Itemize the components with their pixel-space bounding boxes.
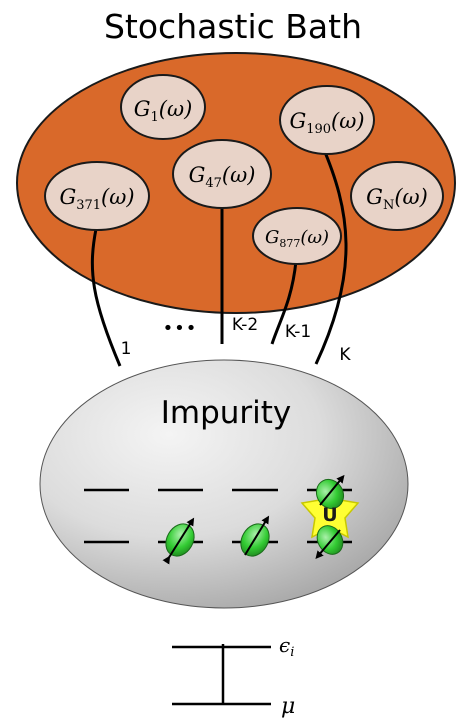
svg-text:G1(ω): G1(ω) <box>134 97 193 125</box>
svg-text:G877(ω): G877(ω) <box>265 227 329 250</box>
connection-label-k-2: K-2 <box>232 315 258 335</box>
node-label-base: G <box>289 109 306 133</box>
connection-wires <box>90 144 348 367</box>
node-label-arg: (ω) <box>300 227 329 248</box>
node-label-sub: 190 <box>306 122 331 137</box>
node-label-sub: 47 <box>205 176 222 191</box>
bath-node-gN: GN(ω) <box>350 161 444 231</box>
node-label-base: G <box>134 97 151 121</box>
spin-lower-4 <box>315 525 344 560</box>
wire-k <box>314 144 348 365</box>
mu-label: μ <box>281 694 295 719</box>
svg-text:G190(ω): G190(ω) <box>289 109 364 137</box>
connection-ellipsis: ••• <box>163 318 198 339</box>
svg-text:GN(ω): GN(ω) <box>366 185 428 213</box>
energy-level-diagram <box>172 644 271 706</box>
node-label-base: G <box>59 185 76 209</box>
connection-label-1: 1 <box>121 339 132 359</box>
svg-text:G47(ω): G47(ω) <box>189 163 256 191</box>
connection-label-k: K <box>339 345 351 365</box>
node-label-arg: (ω) <box>331 109 365 133</box>
svg-text:G371(ω): G371(ω) <box>59 185 134 213</box>
epsilon-label: ϵi <box>279 633 294 660</box>
node-label-base: G <box>265 227 279 248</box>
spin-upper-4 <box>315 474 345 510</box>
node-label-arg: (ω) <box>159 97 193 121</box>
bath-node-g47: G47(ω) <box>172 139 272 209</box>
node-label-base: G <box>366 185 383 209</box>
node-label-arg: (ω) <box>101 185 135 209</box>
epsilon-symbol: ϵ <box>279 633 290 657</box>
bath-node-g877: G877(ω) <box>252 207 342 265</box>
node-label-arg: (ω) <box>222 163 256 187</box>
diagram-title: Stochastic Bath <box>104 7 362 46</box>
node-label-sub: 877 <box>279 237 300 250</box>
interaction-label: U <box>322 504 337 526</box>
connection-label-k-1: K-1 <box>285 322 311 342</box>
wire-k-1 <box>270 260 298 345</box>
node-label-arg: (ω) <box>394 185 428 209</box>
node-label-sub: 1 <box>150 110 158 125</box>
node-label-base: G <box>189 163 206 187</box>
impurity-label: Impurity <box>161 395 292 431</box>
bath-node-g190: G190(ω) <box>279 85 375 155</box>
bath-node-g371: G371(ω) <box>44 161 150 231</box>
node-label-sub: 371 <box>76 198 101 213</box>
wire-1 <box>90 228 122 367</box>
bath-node-g1: G1(ω) <box>120 74 206 140</box>
impurity-sphere <box>39 359 409 609</box>
bath-nodes: G1(ω) G190(ω) G47(ω) G371(ω) GN(ω) <box>44 74 444 265</box>
node-label-sub: N <box>383 198 394 213</box>
epsilon-subscript: i <box>290 645 294 660</box>
spin-lower-2 <box>162 517 195 565</box>
spin-lower-3 <box>240 515 270 557</box>
